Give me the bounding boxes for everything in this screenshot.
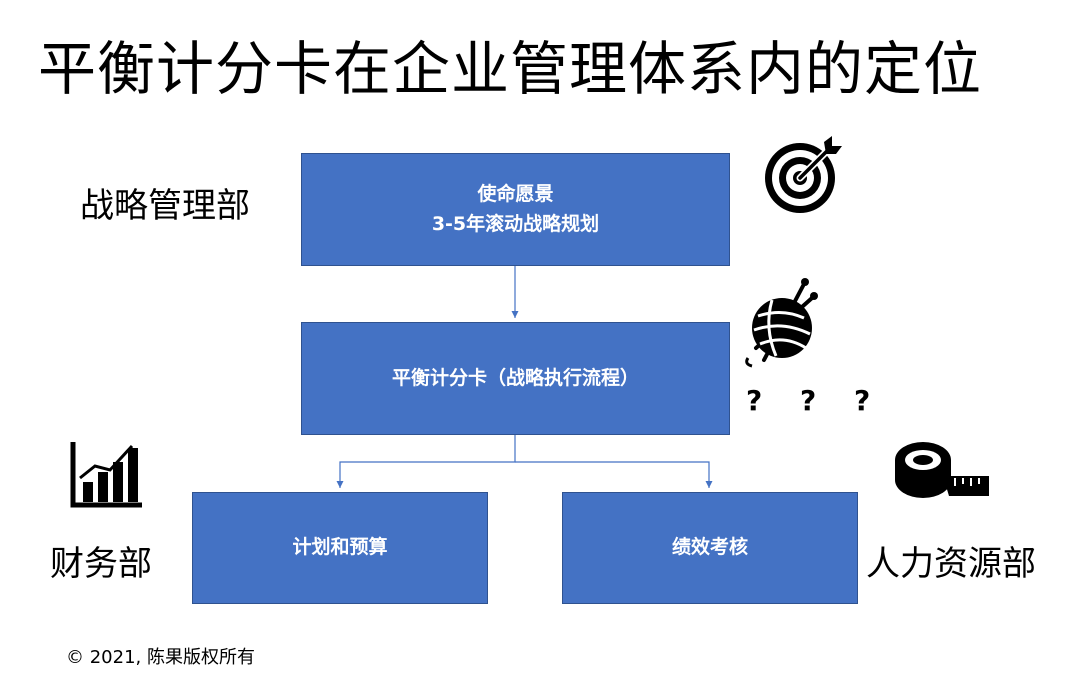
yarn-ball-icon bbox=[745, 278, 818, 368]
vision-box: 使命愿景 3-5年滚动战略规划 bbox=[301, 153, 730, 266]
finance-department-label: 财务部 bbox=[50, 544, 152, 584]
bsc-box-label: 平衡计分卡（战略执行流程） bbox=[391, 366, 639, 389]
tape-measure-icon bbox=[895, 442, 989, 498]
page-title: 平衡计分卡在企业管理体系内的定位 bbox=[38, 35, 983, 103]
bsc-box: 平衡计分卡（战略执行流程） bbox=[301, 322, 730, 435]
target-arrow-icon bbox=[765, 136, 842, 213]
vision-box-line2: 3-5年滚动战略规划 bbox=[431, 212, 600, 235]
hr-department-label: 人力资源部 bbox=[866, 544, 1036, 584]
vision-box-line1: 使命愿景 bbox=[477, 183, 554, 206]
copyright-notice: © 2021, 陈果版权所有 bbox=[66, 647, 255, 668]
question-marks: ? ? ? bbox=[746, 384, 885, 417]
performance-box-label: 绩效考核 bbox=[671, 536, 748, 559]
bar-chart-growth-icon bbox=[70, 442, 142, 508]
planning-box-label: 计划和预算 bbox=[292, 536, 388, 559]
strategy-department-label: 战略管理部 bbox=[80, 186, 250, 226]
arrow-bsc-to-planning bbox=[336, 435, 516, 488]
arrow-bsc-to-performance bbox=[515, 461, 713, 488]
planning-box: 计划和预算 bbox=[192, 492, 488, 604]
performance-box: 绩效考核 bbox=[562, 492, 858, 604]
